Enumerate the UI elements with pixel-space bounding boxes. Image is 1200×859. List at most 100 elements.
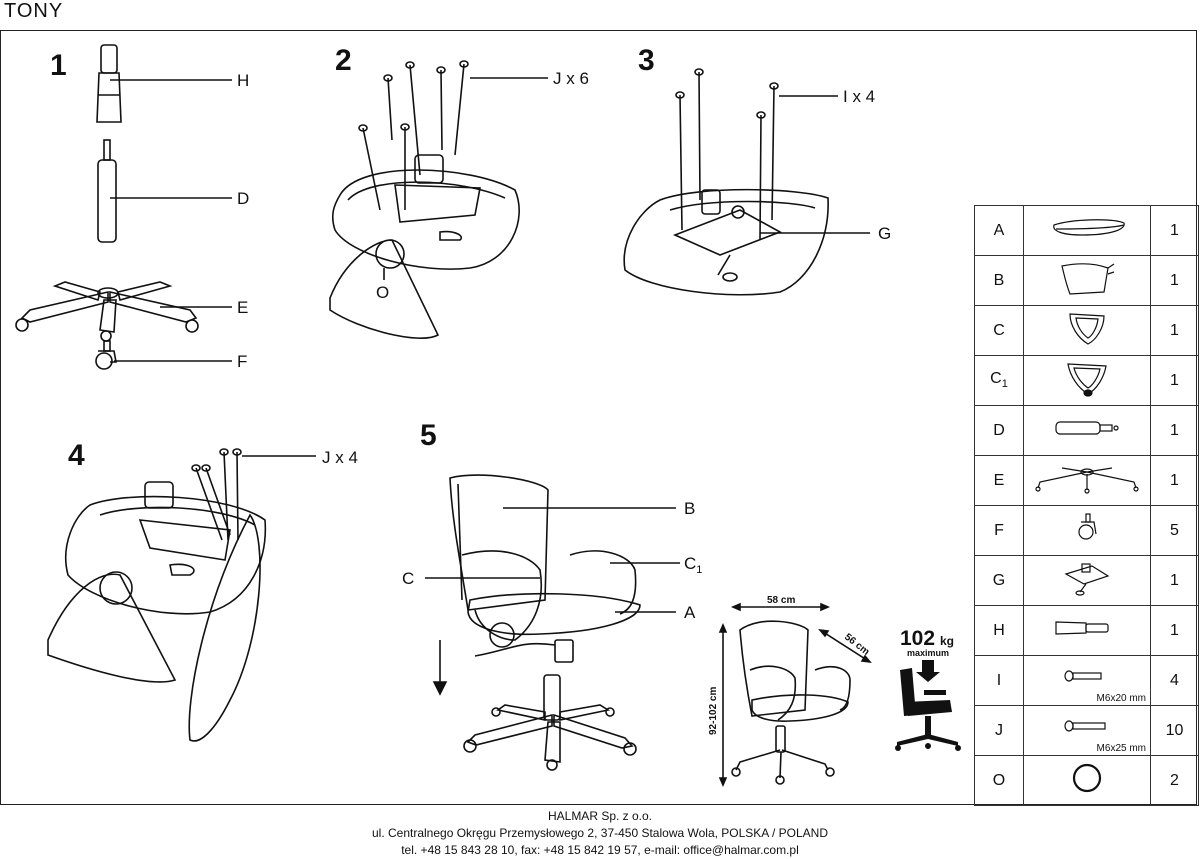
step-4-seat-drawing	[47, 481, 267, 742]
dimension-width-label: 58 cm	[767, 595, 795, 606]
footer-address: ul. Centralnego Okręgu Przemysłowego 2, …	[371, 826, 828, 840]
part-d-gas-lift-icon	[1023, 405, 1151, 456]
step-5-chair-drawing	[449, 474, 641, 663]
max-load-value: 102	[900, 627, 935, 650]
part-letter: F	[974, 505, 1024, 556]
step-5-down-arrow	[432, 640, 448, 696]
step-3-bolts-i	[675, 68, 779, 241]
part-letter: J	[974, 705, 1024, 756]
part-letter: C	[974, 305, 1024, 356]
part-letter: E	[974, 455, 1024, 506]
part-quantity: 1	[1150, 605, 1199, 656]
table-row: B 1	[974, 255, 1199, 306]
footer-company: HALMAR Sp. z o.o.	[547, 809, 653, 823]
part-quantity: 2	[1150, 755, 1199, 806]
part-i-bolt-cell: M6x20 mm	[1023, 655, 1151, 706]
part-letter: D	[974, 405, 1024, 456]
step-1-label-d: D	[237, 189, 249, 208]
part-letter: C1	[974, 355, 1024, 406]
table-row: O 2	[974, 755, 1199, 806]
part-letter: O	[974, 755, 1024, 806]
dimension-height-line	[718, 622, 728, 788]
step-1-label-h: H	[237, 71, 249, 90]
step-4-bolts-j	[191, 448, 242, 541]
step-1-label-f: F	[237, 352, 247, 371]
table-row: E 1	[974, 455, 1199, 506]
footer: HALMAR Sp. z o.o. ul. Centralnego Okręgu…	[0, 808, 1200, 859]
step-2-label-o: O	[376, 283, 389, 302]
step-1-number: 1	[50, 49, 67, 82]
part-o-ring-icon	[1023, 755, 1151, 806]
table-row: C 1	[974, 305, 1199, 356]
part-letter: G	[974, 555, 1024, 606]
step-5-label-b: B	[684, 499, 695, 518]
step-5-label-c1-sub: 1	[696, 564, 702, 576]
dimension-height-label: 92-102 cm	[708, 687, 719, 735]
max-load-unit: kg	[940, 634, 954, 648]
step-5-base-drawing	[463, 674, 637, 771]
part-letter: A	[974, 205, 1024, 256]
table-row: H 1	[974, 605, 1199, 656]
dimension-width-line	[730, 602, 831, 612]
footer-contact: tel. +48 15 843 28 10, fax: +48 15 842 1…	[401, 843, 799, 857]
part-d-gas-lift-drawing	[97, 139, 117, 243]
step-2-number: 2	[335, 44, 352, 77]
step-1-label-e: E	[237, 298, 248, 317]
table-row: D 1	[974, 405, 1199, 456]
part-c1-armrest-icon	[1023, 355, 1151, 406]
step-5-label-c1: C1	[684, 554, 702, 576]
part-f-castor-icon	[1023, 505, 1151, 556]
part-spec: M6x25 mm	[1096, 743, 1146, 754]
part-h-cover-icon	[1023, 605, 1151, 656]
step-2-label-j: J x 6	[553, 69, 589, 88]
part-c-armrest-icon	[1023, 305, 1151, 356]
part-quantity: 4	[1150, 655, 1199, 706]
part-spec: M6x20 mm	[1096, 693, 1146, 704]
table-row: C1 1	[974, 355, 1199, 406]
bolt-icon	[1064, 720, 1106, 732]
part-h-gas-cover-drawing	[96, 44, 122, 123]
table-row: J M6x25 mm 10	[974, 705, 1199, 756]
table-row: I M6x20 mm 4	[974, 655, 1199, 706]
part-e-base-icon	[1023, 455, 1151, 506]
step-3-seat-underside-drawing	[623, 188, 829, 296]
step-4-label-j: J x 4	[322, 448, 358, 467]
part-f-castor-drawing	[95, 340, 117, 370]
dimension-depth-line	[818, 628, 872, 664]
part-letter: B	[974, 255, 1024, 306]
part-letter-main: C	[990, 370, 1002, 388]
bolt-icon	[1064, 670, 1102, 682]
part-letter: I	[974, 655, 1024, 706]
part-quantity: 1	[1150, 555, 1199, 606]
part-b-backrest-icon	[1023, 255, 1151, 306]
table-row: A 1	[974, 205, 1199, 256]
step-3-label-g: G	[878, 224, 891, 243]
part-letter: H	[974, 605, 1024, 656]
max-load-caption: maximum	[907, 648, 949, 658]
part-j-bolt-cell: M6x25 mm	[1023, 705, 1151, 756]
step-5-number: 5	[420, 419, 437, 452]
document-title: TONY	[4, 0, 64, 22]
step-5-label-c: C	[402, 569, 414, 588]
step-2-bolts-j	[358, 60, 469, 211]
part-g-mechanism-icon	[1023, 555, 1151, 606]
table-row: G 1	[974, 555, 1199, 606]
part-quantity: 5	[1150, 505, 1199, 556]
step-4-number: 4	[68, 439, 85, 472]
table-row: F 5	[974, 505, 1199, 556]
step-2-seat-drawing	[329, 154, 520, 339]
part-e-base-drawing	[15, 281, 199, 342]
part-letter-sub: 1	[1001, 378, 1008, 391]
part-quantity: 1	[1150, 355, 1199, 406]
part-quantity: 1	[1150, 255, 1199, 306]
parts-list-table: A 1 B 1 C 1 C1 1 D	[974, 205, 1199, 806]
step-5-label-a: A	[684, 603, 696, 622]
part-quantity: 1	[1150, 205, 1199, 256]
step-3-number: 3	[638, 44, 655, 77]
part-quantity: 10	[1150, 705, 1199, 756]
part-quantity: 1	[1150, 305, 1199, 356]
part-quantity: 1	[1150, 455, 1199, 506]
max-load-chair-icon	[895, 660, 961, 751]
part-quantity: 1	[1150, 405, 1199, 456]
